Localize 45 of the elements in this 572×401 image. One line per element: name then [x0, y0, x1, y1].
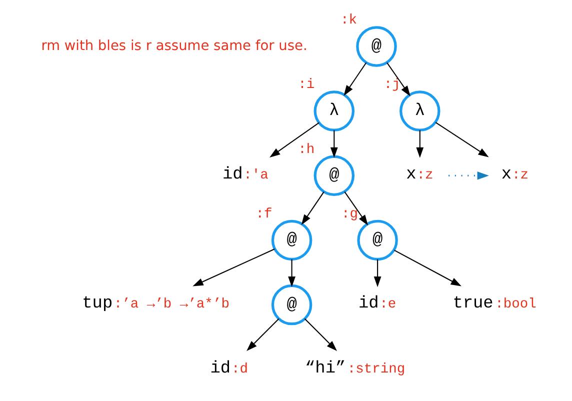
arrow	[269, 122, 319, 158]
node-label: :’a →’b →’a*’b	[113, 298, 229, 313]
arrow	[330, 130, 338, 158]
arrow	[246, 318, 279, 352]
arrow	[373, 259, 381, 288]
arrow	[434, 122, 488, 158]
node-label: :'a	[243, 168, 268, 184]
node-text: id	[222, 166, 242, 185]
node-text: x	[500, 166, 512, 185]
node-label: :d	[230, 362, 248, 378]
node-label: :z	[416, 168, 433, 184]
arrow	[304, 318, 337, 352]
node-label: :string	[346, 362, 405, 378]
node-label: :k	[340, 14, 357, 29]
node-label: :f	[255, 207, 272, 222]
node-label: :g	[341, 207, 358, 222]
node-text: x	[406, 166, 416, 185]
label: rm with bles is r assume same for use.	[40, 38, 307, 54]
arrow	[416, 130, 424, 158]
arrow	[288, 259, 295, 288]
node-text: true	[452, 294, 493, 314]
node-label: :i	[298, 78, 314, 94]
node-text: id	[210, 359, 230, 378]
node-label: :h	[298, 142, 314, 158]
arrow	[386, 62, 410, 96]
arrow	[343, 62, 366, 96]
node-circle: @	[270, 220, 312, 261]
arrow	[192, 248, 274, 286]
arrow	[448, 172, 488, 180]
node-label: :bool	[494, 298, 536, 313]
node-text: “hi”	[304, 359, 346, 378]
node-circle: λ	[399, 90, 440, 132]
arrow	[300, 192, 324, 226]
node-label: :j	[383, 78, 400, 94]
node-label: :e	[379, 298, 396, 313]
arrow	[344, 192, 368, 226]
node-circle: @	[313, 155, 354, 196]
node-circle: @	[356, 26, 396, 67]
node-circle: @	[356, 220, 398, 261]
arrow	[393, 250, 461, 286]
node-text: tup	[82, 294, 112, 314]
node-text: id	[358, 294, 378, 314]
node-label: :z	[512, 168, 528, 184]
node-circle: λ	[313, 90, 354, 132]
node-circle: @	[270, 284, 312, 326]
